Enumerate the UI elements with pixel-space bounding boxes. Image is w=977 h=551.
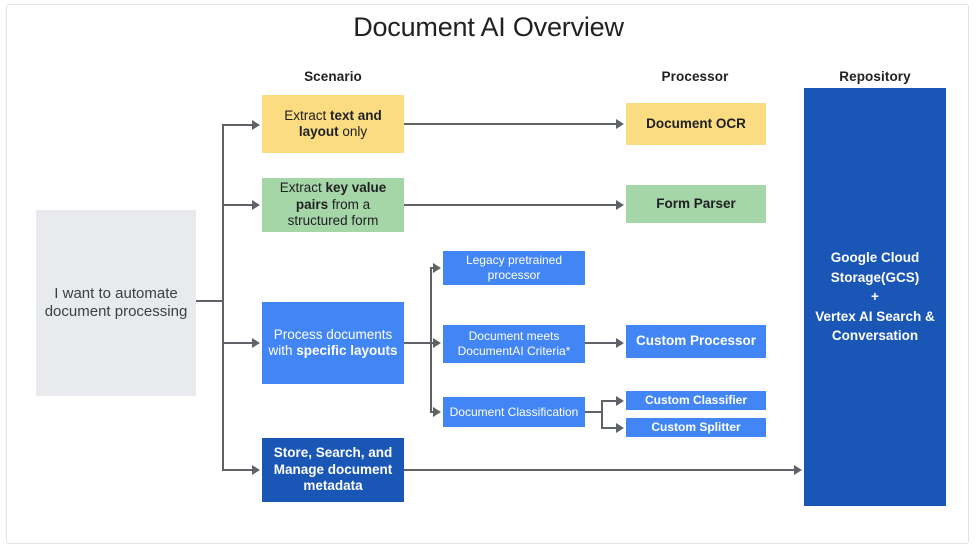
connector-extract-kv-to-form-parser — [404, 204, 618, 206]
connector-store-manage-to-repository — [404, 469, 796, 471]
repository-label: Google Cloud Storage(GCS) + Vertex AI Se… — [810, 248, 940, 346]
scenario-extract-text-layout[interactable]: Extract text and layout only — [262, 95, 404, 153]
scenario-extract-key-value-label: Extract key value pairs from a structure… — [279, 180, 387, 229]
arrow-extract-kv-to-form-parser — [616, 200, 624, 210]
processor-custom-processor[interactable]: Custom Processor — [626, 325, 766, 358]
processor-form-parser-label: Form Parser — [656, 195, 736, 211]
column-header-processor: Processor — [661, 69, 729, 84]
processor-custom-splitter-label: Custom Splitter — [651, 420, 741, 435]
connector-trunk-to-extract-kv — [222, 204, 254, 206]
decision-document-classification[interactable]: Document Classification — [443, 397, 585, 427]
connector-extract-text-to-ocr — [404, 123, 618, 125]
connector-process-layouts-fork — [430, 267, 432, 413]
repository-line-4: Conversation — [831, 328, 919, 344]
decision-legacy-pretrained-processor[interactable]: Legacy pretrained processor — [443, 251, 585, 285]
repository-panel[interactable]: Google Cloud Storage(GCS) + Vertex AI Se… — [804, 88, 946, 506]
decision-document-meets-criteria-label: Document meets DocumentAI Criteria* — [457, 329, 571, 358]
connector-fork-to-custom-splitter — [601, 427, 618, 429]
arrow-extract-text-to-ocr — [616, 119, 624, 129]
decision-legacy-pretrained-processor-label: Legacy pretrained processor — [465, 253, 563, 282]
connector-fork-to-classification — [430, 411, 435, 413]
processor-form-parser[interactable]: Form Parser — [626, 185, 766, 223]
connector-fork-to-legacy — [430, 267, 435, 269]
connector-trunk-vertical — [222, 124, 224, 471]
arrow-trunk-to-store-manage — [252, 465, 260, 475]
arrow-trunk-to-process-layouts — [252, 338, 260, 348]
processor-custom-processor-label: Custom Processor — [635, 333, 757, 349]
connector-criteria-to-custom-processor — [585, 342, 618, 344]
arrow-criteria-to-custom-processor — [616, 338, 624, 348]
connector-trunk-to-store-manage — [222, 469, 254, 471]
processor-document-ocr[interactable]: Document OCR — [626, 103, 766, 145]
arrow-trunk-to-extract-kv — [252, 200, 260, 210]
processor-document-ocr-label: Document OCR — [646, 115, 746, 131]
connector-intent-trunk — [196, 300, 224, 302]
processor-custom-splitter[interactable]: Custom Splitter — [626, 418, 766, 437]
arrow-store-manage-to-repository — [794, 465, 802, 475]
column-header-repository: Repository — [839, 69, 911, 84]
scenario-extract-text-layout-label: Extract text and layout only — [284, 107, 382, 139]
scenario-process-specific-layouts[interactable]: Process documents with specific layouts — [262, 302, 404, 384]
arrow-fork-to-custom-classifier — [616, 396, 624, 406]
repository-line-2: Storage(GCS) — [830, 269, 920, 285]
arrow-trunk-to-extract-text — [252, 120, 260, 130]
diagram-frame — [6, 4, 969, 544]
intent-label: I want to automate document processing — [44, 284, 188, 320]
connector-fork-to-criteria — [430, 342, 435, 344]
repository-line-3: Vertex AI Search & — [815, 308, 935, 324]
connector-classification-stem — [585, 411, 603, 413]
connector-trunk-to-process-layouts — [222, 342, 254, 344]
intent-box[interactable]: I want to automate document processing — [36, 210, 196, 396]
decision-document-classification-label: Document Classification — [449, 404, 579, 419]
connector-trunk-to-extract-text — [222, 124, 254, 126]
processor-custom-classifier-label: Custom Classifier — [644, 393, 748, 408]
connector-classification-fork — [601, 400, 603, 428]
decision-document-meets-criteria[interactable]: Document meets DocumentAI Criteria* — [443, 325, 585, 363]
processor-custom-classifier[interactable]: Custom Classifier — [626, 391, 766, 410]
repository-plus: + — [871, 289, 879, 305]
page-title: Document AI Overview — [353, 12, 624, 42]
scenario-store-search-manage-label: Store, Search, and Manage document metad… — [273, 445, 393, 494]
scenario-extract-key-value[interactable]: Extract key value pairs from a structure… — [262, 178, 404, 232]
arrow-fork-to-legacy — [433, 263, 441, 273]
arrow-fork-to-classification — [433, 407, 441, 417]
repository-line-1: Google Cloud — [830, 250, 920, 266]
scenario-process-specific-layouts-label: Process documents with specific layouts — [268, 326, 398, 358]
arrow-fork-to-criteria — [433, 338, 441, 348]
connector-fork-to-custom-classifier — [601, 400, 618, 402]
arrow-fork-to-custom-splitter — [616, 423, 624, 433]
column-header-scenario: Scenario — [304, 69, 362, 84]
scenario-store-search-manage[interactable]: Store, Search, and Manage document metad… — [262, 438, 404, 502]
connector-process-layouts-stem — [404, 342, 432, 344]
